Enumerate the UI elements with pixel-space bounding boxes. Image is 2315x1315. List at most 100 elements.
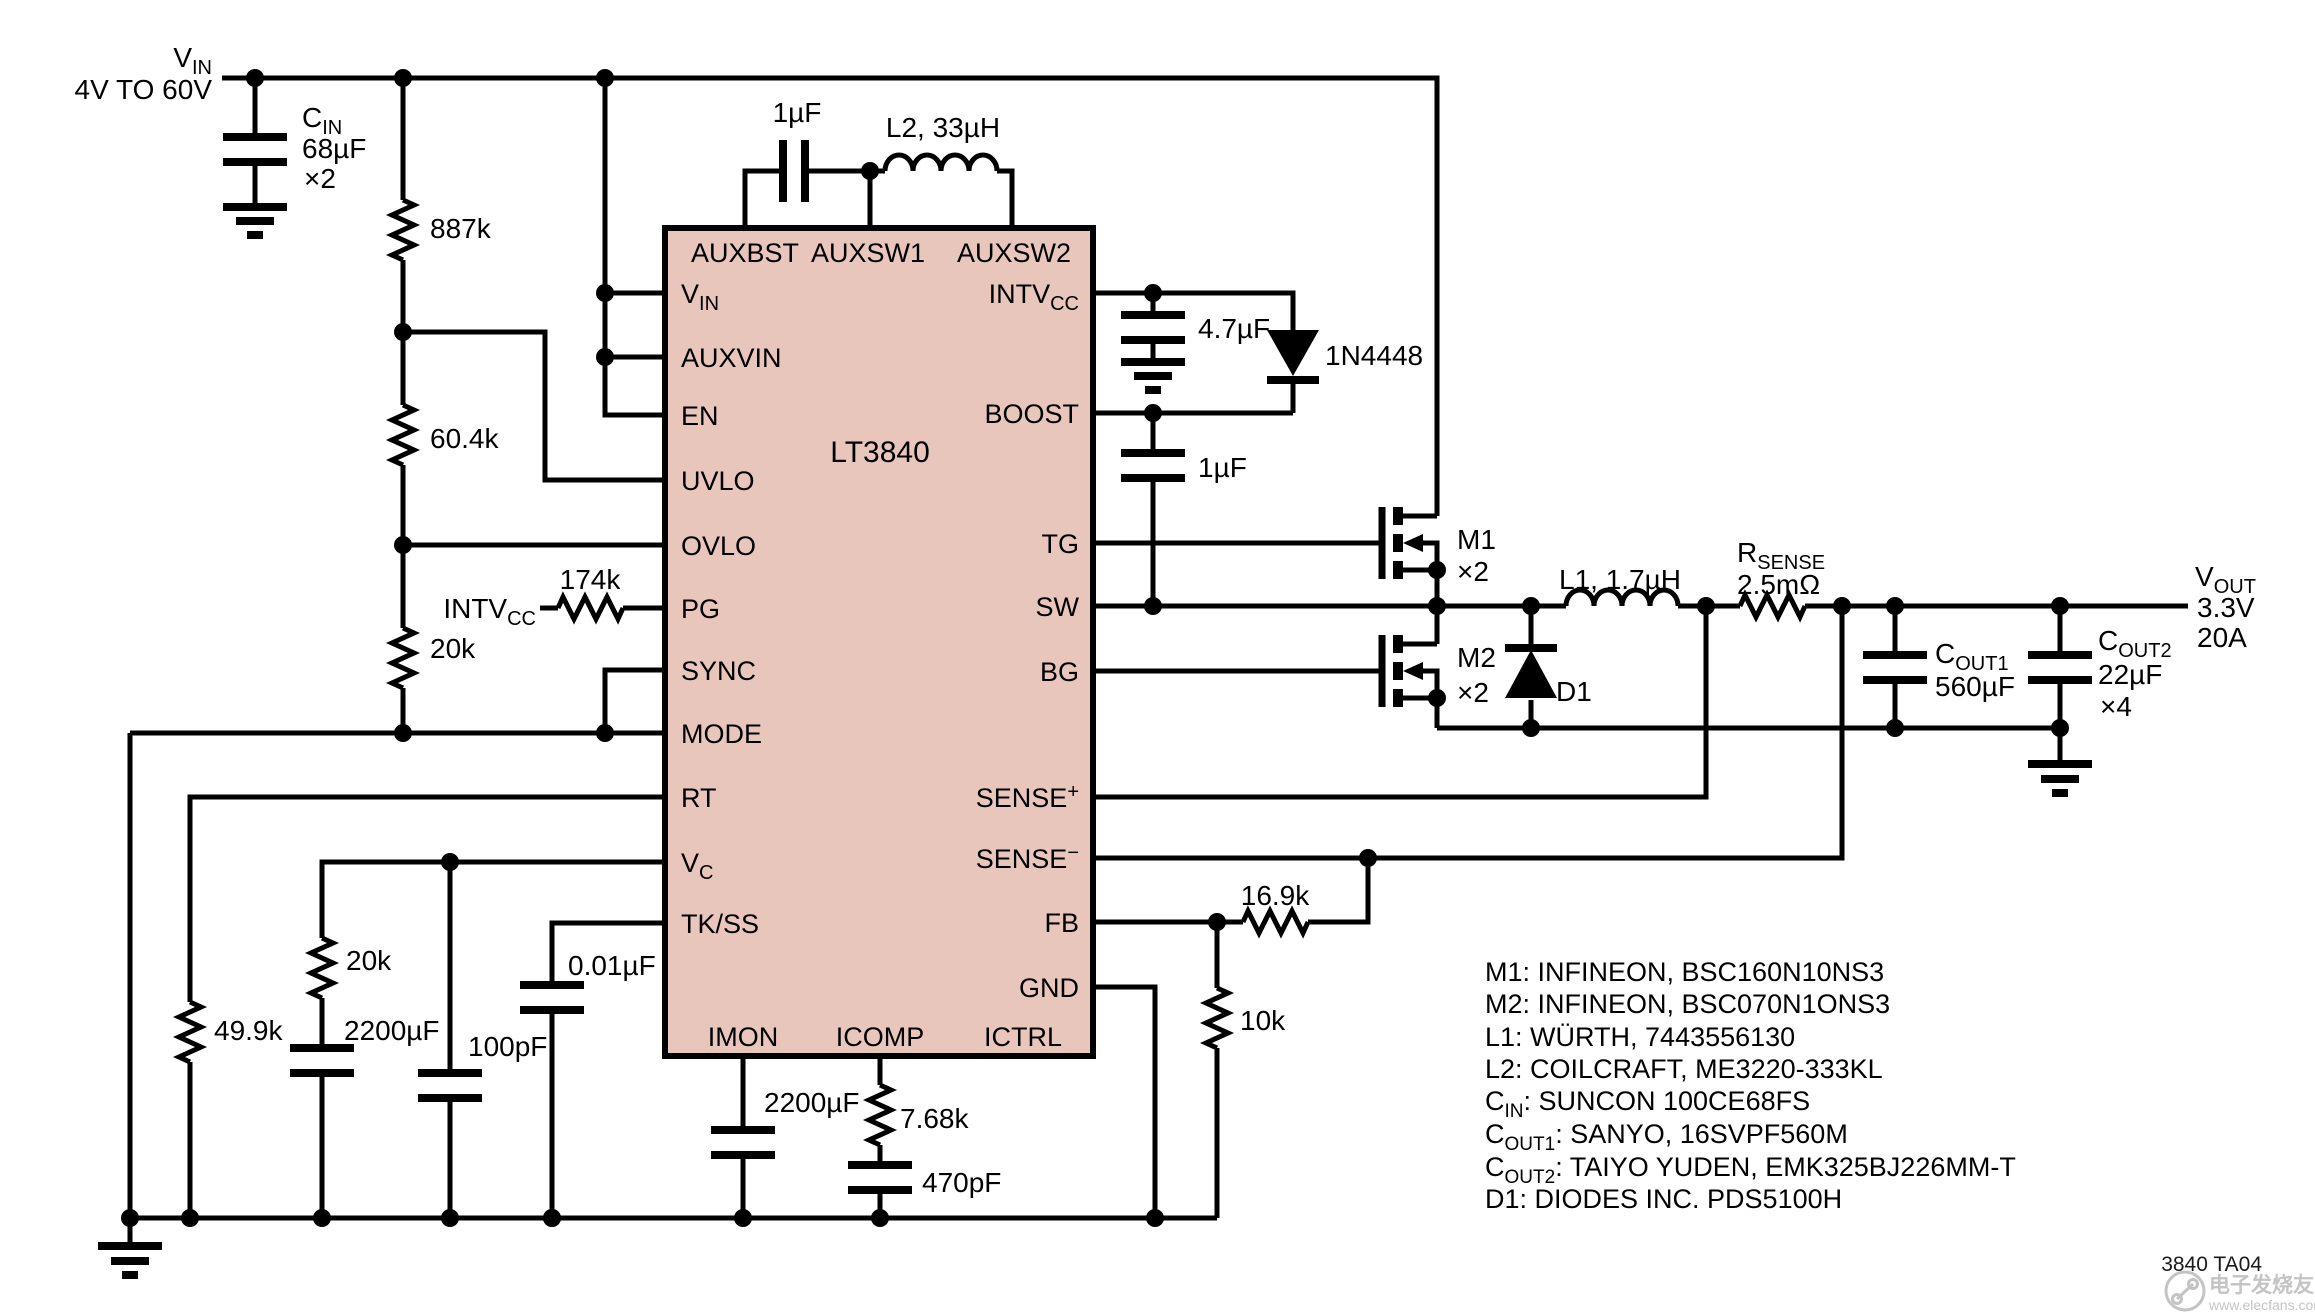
r60k4-label: 60.4k [430,423,499,454]
pin-sw: SW [1036,592,1080,622]
pin-bg: BG [1040,657,1079,687]
pin-intvcc: INTVCC [989,279,1079,315]
c2200-vc-label: 2200µF [344,1015,440,1046]
resistor-20k-vc-icon [304,935,340,1001]
r20k-ovlo-label: 20k [430,633,476,664]
inductors [882,152,1681,607]
pin-tkss: TK/SS [681,909,759,939]
bom-line-m2: M2: INFINEON, BSC070N1ONS3 [1485,989,1890,1019]
r174k-label: 174k [560,564,622,595]
pin-sense-plus: SENSE+ [976,781,1079,813]
bom-line-cout1: COUT1: SANYO, 16SVPF560M [1485,1119,1848,1155]
capacitor-cout2-icon [2028,651,2092,684]
ground-symbols [98,203,2092,1279]
pin-sense-minus: SENSE− [976,842,1079,874]
diode-d1-icon [1505,644,1557,698]
mosfet-m1-icon [1378,507,1440,606]
c4u7-label: 4.7µF [1198,313,1270,344]
elecfans-logo-icon [2164,1270,2206,1312]
capacitor-1uf-boost-icon [1121,449,1185,482]
cin-qty-label: ×2 [304,163,336,194]
c10n-label: 0.01µF [568,950,656,981]
rsense-value-label: 2.5mΩ [1737,569,1820,600]
resistor-20k-ovlo-icon [385,625,421,691]
bom-line-cin: CIN: SUNCON 100CE68FS [1485,1086,1810,1122]
pin-pg: PG [681,594,720,624]
pin-ovlo: OVLO [681,531,756,561]
capacitor-cout1-icon [1863,651,1927,684]
wires [127,75,2188,1242]
capacitor-4u7-icon [1121,311,1185,344]
r887k-label: 887k [430,213,492,244]
vout-voltage-label: 3.3V [2197,592,2255,623]
cout1-value-label: 560µF [1935,671,2015,702]
ic-lt3840: LT3840 AUXBST AUXSW1 AUXSW2 VIN AUXVIN E… [662,225,1096,1059]
resistor-887k-icon [385,197,421,263]
resistor-7k68-icon [862,1082,898,1148]
cout2-qty-label: ×4 [2100,691,2132,722]
cout1-ref-label: COUT1 [1935,638,2009,675]
resistor-49k9-icon [172,999,208,1065]
c1u-aux-label: 1µF [773,97,822,128]
capacitor-cin-icon [223,133,287,166]
resistor-60k4-icon [385,402,421,468]
vin-range-label: 4V TO 60V [75,74,213,105]
diode-1n4448-icon [1267,330,1319,384]
ground-4u7-icon [1121,358,1185,394]
watermark-url: www.elecfans.com [2208,1297,2315,1313]
pin-tg: TG [1042,529,1080,559]
resistors [172,197,1808,1148]
pin-auxsw2: AUXSW2 [957,238,1071,268]
capacitor-2200uf-imon-icon [711,1126,775,1159]
ground-rail-icon [98,1242,162,1279]
pin-fb: FB [1044,908,1079,938]
bom-line-cout2: COUT2: TAIYO YUDEN, EMK325BJ226MM-T [1485,1152,2016,1188]
elecfans-watermark: 电子发烧友 www.elecfans.com [2164,1270,2315,1313]
cout2-ref-label: COUT2 [2098,625,2172,662]
cin-ref-label: CIN [302,102,342,139]
junction-dots [121,69,2069,1227]
pin-en: EN [681,401,719,431]
d1-ref-label: D1 [1556,676,1592,707]
vout-net-label: VOUT [2195,561,2256,598]
l1-label: L1, 1.7µH [1559,564,1681,595]
pin-auxvin: AUXVIN [681,343,782,373]
c470p-label: 470pF [922,1167,1001,1198]
pin-uvlo: UVLO [681,466,755,496]
pin-vin: VIN [681,279,719,315]
pin-mode: MODE [681,719,762,749]
resistor-rsense-icon [1737,589,1808,623]
r7k68-label: 7.68k [900,1103,969,1134]
bom-line-l2: L2: COILCRAFT, ME3220-333KL [1485,1054,1883,1084]
pin-rt: RT [681,783,717,813]
watermark-brand: 电子发烧友 [2209,1273,2314,1297]
ic-part-number: LT3840 [830,436,930,469]
r20k-vc-label: 20k [346,945,392,976]
figure-id-label: 3840 TA04 [2161,1253,2262,1276]
capacitor-1uf-aux-icon [779,140,809,202]
pin-auxsw1: AUXSW1 [811,238,925,268]
c1u-boost-label: 1µF [1198,452,1247,483]
resistor-174k-icon [555,591,626,625]
resistor-16k9-icon [1240,905,1311,939]
d2-label: 1N4448 [1325,340,1423,371]
ground-cin-icon [223,203,287,239]
capacitor-10nf-icon [520,981,584,1014]
pin-ictrl: ICTRL [984,1022,1062,1052]
bom-line-l1: L1: WÜRTH, 7443556130 [1485,1022,1795,1052]
pin-icomp: ICOMP [836,1022,925,1052]
bom-line-d1: D1: DIODES INC. PDS5100H [1485,1184,1842,1214]
ic-body [662,225,1096,1059]
c100p-label: 100pF [468,1031,547,1062]
capacitor-100pf-icon [418,1069,482,1102]
m2-qty-label: ×2 [1457,677,1489,708]
cin-value-label: 68µF [302,133,366,164]
pin-sync: SYNC [681,656,756,686]
inductor-l2-icon [882,152,1000,172]
pin-auxbst: AUXBST [691,238,799,268]
mosfet-m2-icon [1378,606,1440,728]
m1-ref-label: M1 [1457,524,1496,555]
c2200-imon-label: 2200µF [764,1087,860,1118]
capacitors [223,133,2092,1194]
